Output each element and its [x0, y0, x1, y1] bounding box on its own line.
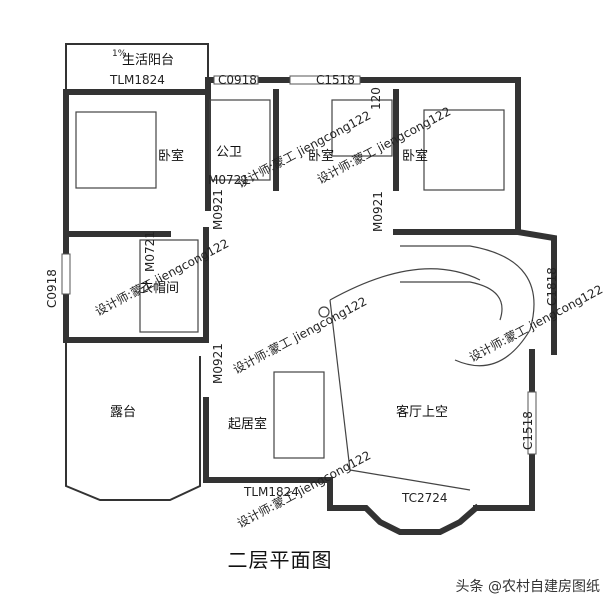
watermark: 设计师:蒙工 jiengcong122 [315, 104, 453, 186]
bath-fixture [209, 99, 271, 181]
label-m0921-b: M0921 [371, 191, 385, 232]
room-balcony: 生活阳台 [122, 53, 174, 68]
room-bedroom1: 卧室 [158, 148, 184, 164]
plan-caption: 二层平面图 [227, 548, 333, 572]
void-boundary [329, 268, 481, 491]
label-tc2724: TC2724 [401, 491, 448, 505]
window-c0918-left [61, 253, 71, 295]
watermark: 设计师:蒙工 jiengcong122 [467, 282, 605, 364]
window-c0918-top [213, 75, 259, 85]
bed-2 [331, 99, 393, 157]
source-credit: 头条 @农村自建房图纸 [455, 579, 600, 595]
watermark: 设计师:蒙工 jiengcong122 [231, 294, 369, 376]
room-living: 起居室 [228, 416, 267, 432]
label-c0918-left: C0918 [45, 269, 59, 308]
room-closet: 衣帽间 [140, 280, 179, 296]
stair-curve [400, 245, 535, 367]
room-void: 客厅上空 [396, 404, 448, 420]
bed-3 [423, 109, 505, 191]
sofa-set [273, 371, 325, 459]
label-c1818: C1818 [545, 267, 559, 306]
label-m0721-b: M0721 [143, 231, 157, 272]
watermark: 设计师:蒙工 jiengcong122 [93, 236, 231, 318]
room-terrace: 露台 [110, 405, 136, 420]
label-tlm-top: TLM1824 [109, 73, 165, 87]
room-bedroom3: 卧室 [402, 148, 428, 164]
column-marker [318, 306, 330, 318]
watermark: 设计师:蒙工 jiengcong122 [235, 108, 373, 190]
balcony-slope-label: 1% [112, 49, 127, 59]
label-c0918-top: C0918 [218, 73, 257, 87]
stair-wall [393, 229, 557, 355]
label-c1518-top: C1518 [316, 73, 355, 87]
label-m0721-a: M0721 [208, 173, 249, 187]
outer-wall-top-right [205, 77, 521, 231]
closet-cabinet [139, 239, 199, 333]
outer-wall-top-left [63, 89, 211, 211]
label-m0921-a: M0921 [211, 189, 225, 230]
floor-plan: 生活阳台 1% 卧室 公卫 卧室 卧室 衣帽间 露台 起居室 客厅上空 TLM1… [45, 43, 605, 535]
bed-1 [75, 111, 157, 189]
label-120: 120 [369, 87, 383, 110]
label-m0921-c: M0921 [211, 343, 225, 384]
room-bathroom: 公卫 [216, 145, 242, 160]
window-c1518-right [527, 391, 537, 455]
label-c1518-right: C1518 [521, 411, 535, 450]
terrace-outline [65, 340, 201, 501]
label-tlm-bottom: TLM1824 [243, 485, 299, 499]
window-c1518-top [289, 75, 361, 85]
room-bedroom2: 卧室 [308, 148, 334, 164]
bay-window [327, 477, 481, 535]
